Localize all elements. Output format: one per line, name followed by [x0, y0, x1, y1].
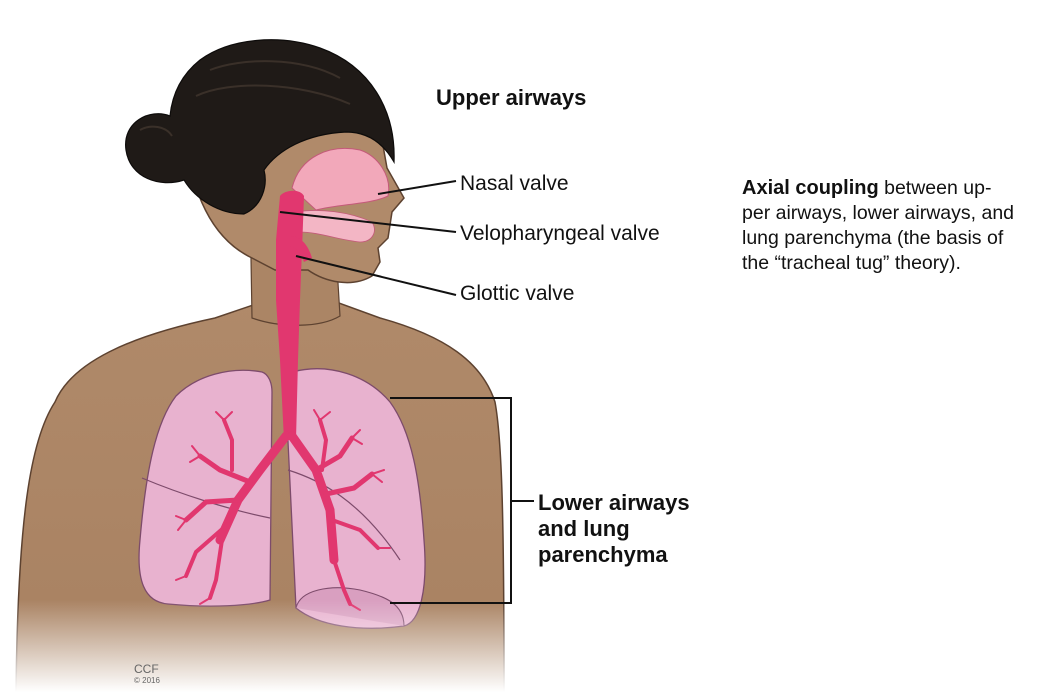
- nasal-valve-label: Nasal valve: [460, 172, 569, 196]
- credit-name: CCF: [134, 662, 159, 676]
- caption-line-3: lung parenchyma (the basis of: [742, 226, 1054, 251]
- caption-line-2: per airways, lower airways, and: [742, 201, 1054, 226]
- axial-coupling-caption: Axial coupling between up- per airways, …: [742, 176, 1054, 276]
- upper-airways-label: Upper airways: [436, 85, 586, 111]
- caption-bold-term: Axial coupling: [742, 177, 879, 199]
- caption-line-1: between up-: [879, 177, 992, 199]
- lower-airways-label-line-3: parenchyma: [538, 542, 690, 568]
- caption-line-4: the “tracheal tug” theory).: [742, 251, 1054, 276]
- lower-airways-label-line-2: and lung: [538, 516, 690, 542]
- lower-airways-label-line-1: Lower airways: [538, 490, 690, 516]
- glottic-valve-label: Glottic valve: [460, 282, 574, 306]
- credit-year: © 2016: [134, 676, 160, 685]
- lower-airways-label: Lower airways and lung parenchyma: [538, 490, 690, 568]
- velopharyngeal-valve-label: Velopharyngeal valve: [460, 222, 660, 246]
